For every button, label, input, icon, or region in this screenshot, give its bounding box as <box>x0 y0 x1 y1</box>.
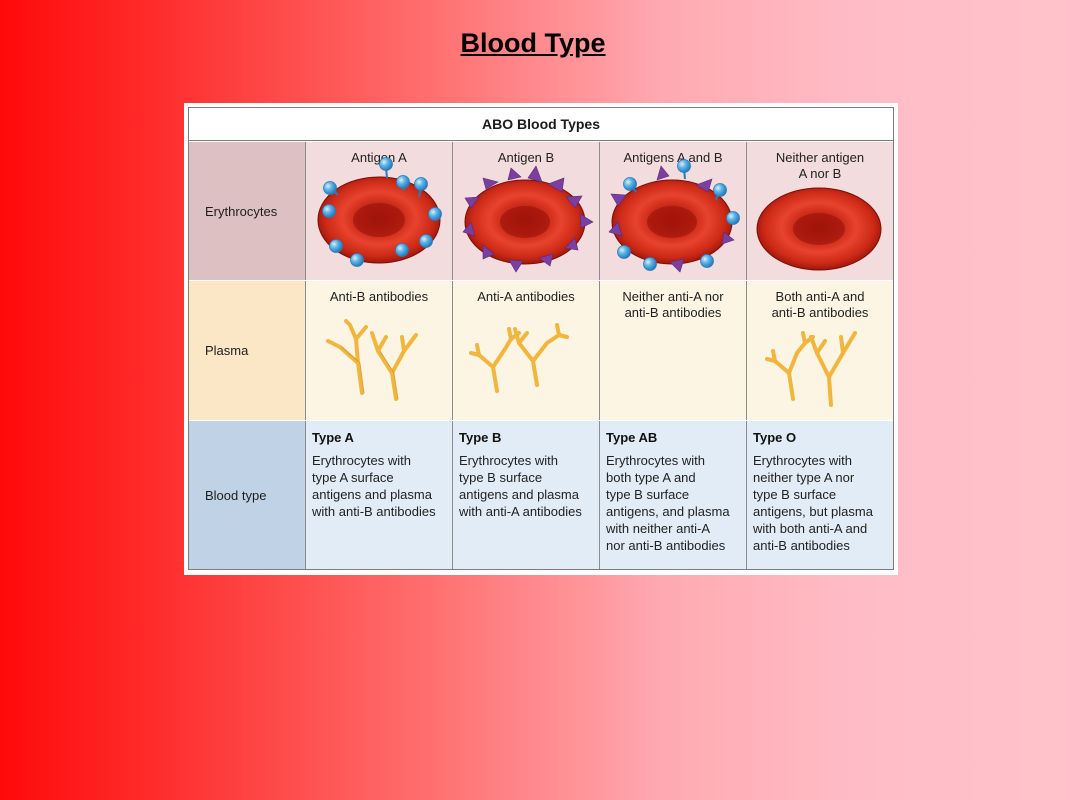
anti-b-antibodies-illustration <box>326 319 418 401</box>
abo-grid: Erythrocytes Antigen A <box>188 141 894 570</box>
erythrocyte-cell-type-a: Antigen A <box>306 142 453 280</box>
rbc-antigen-a-illustration <box>317 157 442 267</box>
rbc-antigen-ab-illustration <box>608 159 740 273</box>
blood-type-cell-ab: Type AB Erythrocytes with both type A an… <box>600 421 747 569</box>
antibody-icon <box>765 331 857 407</box>
row-header-plasma: Plasma <box>189 281 306 420</box>
plasma-row: Plasma Anti-B antibodies <box>189 280 893 420</box>
type-description: Erythrocytes with type A surface antigen… <box>312 453 436 519</box>
antigen-label: Antigens A and B <box>623 150 723 165</box>
antibody-icon <box>469 323 569 393</box>
erythrocytes-row: Erythrocytes Antigen A <box>189 141 893 280</box>
table-title: ABO Blood Types <box>188 107 894 141</box>
plasma-cell-type-ab: Neither anti-A nor anti-B antibodies <box>600 281 747 420</box>
antigen-b-icon <box>462 165 594 273</box>
type-name: Type A <box>312 430 354 445</box>
red-blood-cell-icon <box>756 187 882 271</box>
antigen-a-icon <box>617 159 740 271</box>
red-blood-cell-icon <box>464 179 586 265</box>
antigen-label: Antigen B <box>497 150 555 165</box>
plasma-cell-type-a: Anti-B antibodies <box>306 281 453 420</box>
antigen-b-icon <box>608 165 735 273</box>
antibody-label: Anti-B antibodies <box>329 289 429 304</box>
anti-a-and-anti-b-antibodies-illustration <box>765 331 857 407</box>
rbc-no-antigen-illustration <box>756 187 882 271</box>
antibody-label: Anti-A antibodies <box>477 289 575 304</box>
antigen-label: Neither antigen A nor B <box>775 150 865 181</box>
row-header-blood-type: Blood type <box>189 421 306 569</box>
antibody-label: Both anti-A and anti-B antibodies <box>771 289 869 320</box>
erythrocyte-cell-type-o: Neither antigen A nor B <box>747 142 893 280</box>
antibody-icon <box>341 346 399 400</box>
antigen-a-icon <box>322 157 442 267</box>
type-description: Erythrocytes with neither type A nor typ… <box>753 453 873 553</box>
erythrocyte-cell-type-ab: Antigens A and B <box>600 142 747 280</box>
abo-blood-types-figure: ABO Blood Types Erythrocytes Antigen A <box>184 103 898 575</box>
plasma-cell-type-b: Anti-A antibodies <box>453 281 600 420</box>
type-description: Erythrocytes with type B surface antigen… <box>459 453 582 519</box>
antibody-label: Neither anti-A nor anti-B antibodies <box>622 289 724 320</box>
blood-type-row: Blood type Type A Erythrocytes with type… <box>189 420 893 569</box>
type-name: Type AB <box>606 430 658 445</box>
red-blood-cell-icon <box>611 179 733 265</box>
erythrocyte-cell-type-b: Antigen B <box>453 142 600 280</box>
blood-type-cell-a: Type A Erythrocytes with type A surface … <box>306 421 453 569</box>
anti-a-antibodies-illustration <box>469 323 569 393</box>
type-name: Type B <box>459 430 502 445</box>
row-header-erythrocytes: Erythrocytes <box>189 142 306 280</box>
blood-type-cell-b: Type B Erythrocytes with type B surface … <box>453 421 600 569</box>
type-description: Erythrocytes with both type A and type B… <box>606 453 730 553</box>
antibody-icon <box>326 319 418 401</box>
red-blood-cell-icon <box>317 176 441 264</box>
rbc-antigen-b-illustration <box>462 165 594 273</box>
slide-title: Blood Type <box>460 28 606 58</box>
blood-type-cell-o: Type O Erythrocytes with neither type A … <box>747 421 893 569</box>
type-name: Type O <box>753 430 797 445</box>
plasma-cell-type-o: Both anti-A and anti-B antibodies <box>747 281 893 420</box>
